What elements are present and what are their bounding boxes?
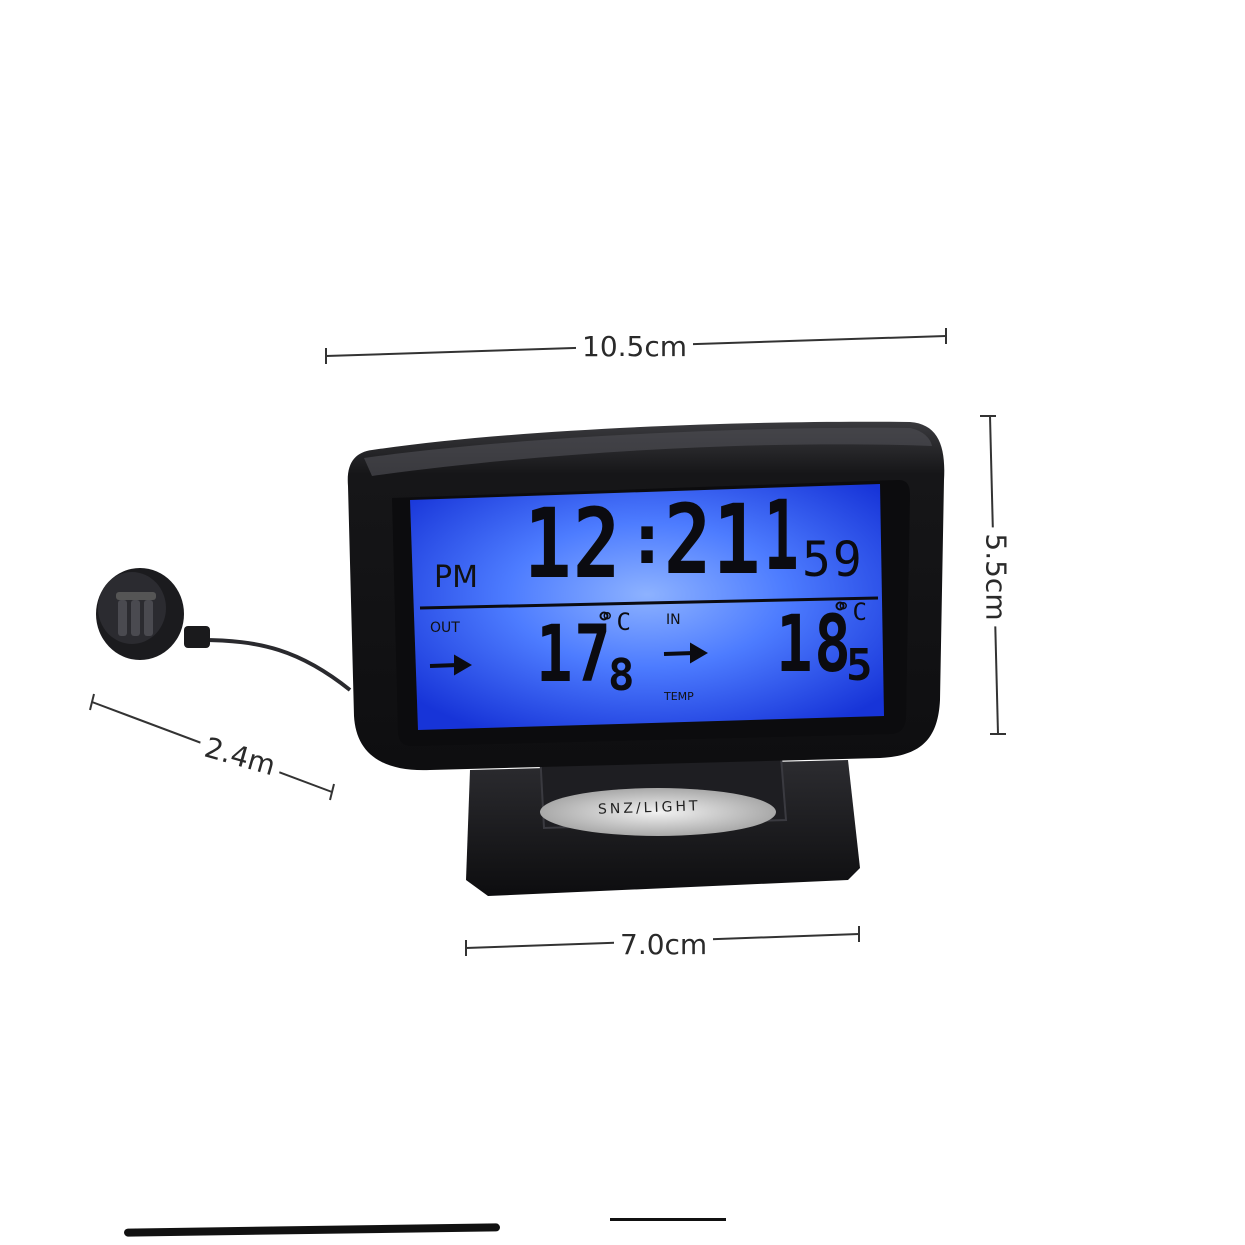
base-width-label: 7.0cm	[614, 928, 714, 962]
body-highlight	[364, 427, 932, 476]
period-indicator: PM	[434, 560, 478, 595]
height-label: 5.5cm	[978, 527, 1013, 627]
clock-hours: 12	[524, 488, 623, 600]
out-temp-unit: °C	[600, 608, 633, 636]
clock-extra-digit: 1	[764, 480, 800, 592]
lcd-screen	[410, 484, 884, 730]
temp-label: TEMP	[664, 690, 694, 703]
in-label: IN	[666, 612, 681, 628]
clock-seconds: 59	[802, 532, 864, 588]
clock-colon: :	[626, 498, 671, 580]
degree-icon	[599, 611, 609, 621]
out-temp-main: 17	[536, 610, 613, 700]
cable-connector	[184, 626, 210, 648]
in-temp-main: 18	[776, 600, 853, 690]
sensor-probe-icon	[96, 568, 184, 660]
lcd-divider	[419, 596, 879, 610]
bottom-stroke-right	[610, 1218, 726, 1221]
degree-icon	[835, 601, 845, 611]
snz-light-button[interactable]	[540, 788, 776, 836]
sensor-cable	[199, 638, 352, 692]
arrow-right-icon	[429, 654, 472, 676]
out-temp-decimal: 8	[608, 650, 637, 701]
out-label: OUT	[430, 620, 460, 636]
in-temp-decimal: 5	[846, 640, 875, 691]
in-temp-unit: °C	[836, 598, 869, 626]
clock-minutes: 21	[664, 484, 763, 596]
width-label: 10.5cm	[576, 330, 694, 364]
arrow-right-icon	[663, 642, 708, 664]
